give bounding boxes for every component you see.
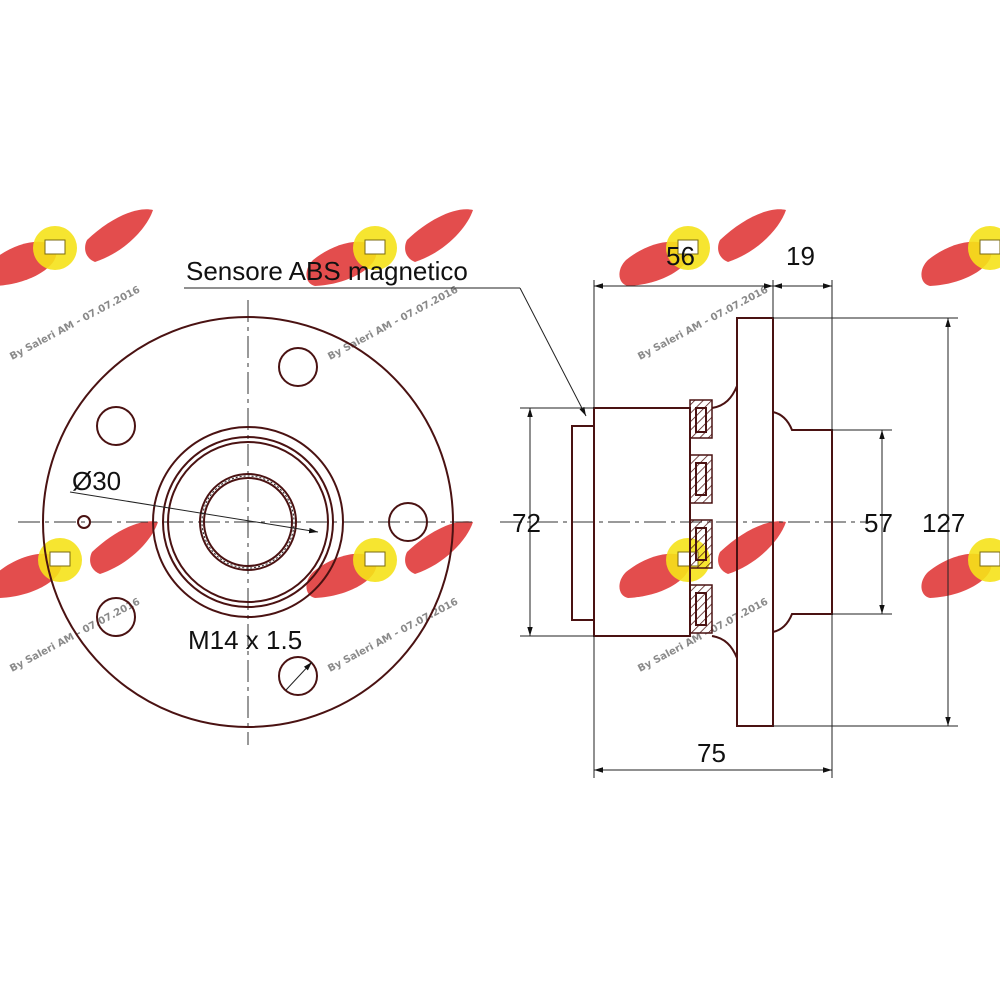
hub-body — [593, 407, 691, 637]
watermark-text: By Saleri AM - 07.07.2016 — [636, 285, 770, 363]
dimension-127: 127 — [922, 508, 965, 538]
winged-wheel-logo-icon — [618, 208, 787, 287]
abs-sensor-label: Sensore ABS magnetico — [186, 256, 468, 286]
watermark-group: By Saleri AM - 07.07.2016 By Saleri AM -… — [0, 208, 1000, 675]
watermark-text: By Saleri AM - 07.07.2016 — [326, 597, 460, 675]
bore-diameter-leader — [69, 491, 319, 534]
abs-sensor-callout: Sensore ABS magnetico — [184, 256, 587, 417]
hub-ring — [162, 436, 334, 608]
abs-tone-ring — [689, 399, 713, 634]
bore-outer — [199, 473, 297, 571]
bore-spline — [201, 475, 295, 569]
thread-leader — [285, 661, 313, 691]
flange-outline — [42, 316, 454, 728]
dimension-72: 72 — [512, 508, 541, 538]
bolt-hole — [278, 656, 318, 696]
abs-sensor-leader — [519, 287, 587, 417]
dimension-75: 75 — [697, 738, 726, 768]
side-view: 56 19 72 57 127 75 — [500, 241, 965, 778]
bolt-hole — [96, 597, 136, 637]
dimension-56: 56 — [666, 241, 695, 271]
bore-inner — [203, 477, 293, 567]
thread-label: M14 x 1.5 — [188, 625, 302, 655]
winged-wheel-logo-icon — [920, 208, 1000, 287]
hub-stub — [571, 425, 595, 621]
dimension-57: 57 — [864, 508, 893, 538]
bolt-hole — [388, 502, 428, 542]
side-pilot — [772, 411, 833, 633]
hub-inner-ring — [167, 441, 329, 603]
hub-shoulder — [711, 385, 738, 659]
dimension-19: 19 — [786, 241, 815, 271]
watermark-text: By Saleri AM - 07.07.2016 — [8, 285, 142, 363]
bolt-hole — [278, 347, 318, 387]
hub-outer-ring — [152, 426, 344, 618]
bore-diameter-label: Ø30 — [72, 466, 121, 496]
front-view: Ø30 M14 x 1.5 — [18, 300, 475, 745]
pilot-hole — [77, 515, 91, 529]
winged-wheel-logo-icon — [0, 520, 159, 599]
watermark-text: By Saleri AM - 07.07.2016 — [326, 285, 460, 363]
winged-wheel-logo-icon — [0, 208, 154, 287]
bolt-hole — [96, 406, 136, 446]
side-flange — [736, 317, 774, 727]
